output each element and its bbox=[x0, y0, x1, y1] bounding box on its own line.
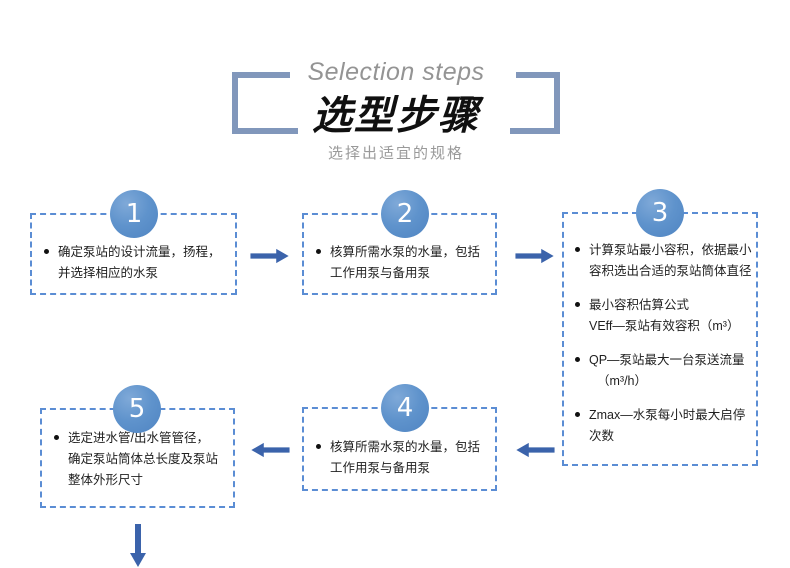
frame-gap-top bbox=[290, 71, 516, 80]
step-content-1: 确定泵站的设计流量，扬程， 并选择相应的水泵 bbox=[44, 242, 244, 284]
bullet-item: Zmax—水泵每小时最大启停 次数 bbox=[575, 405, 761, 447]
step-number-4: 4 bbox=[396, 393, 414, 423]
english-title: Selection steps bbox=[307, 58, 485, 86]
bullet-line: 确定泵站的设计流量，扬程， bbox=[58, 245, 221, 259]
step-number-circle-2: 2 bbox=[381, 190, 429, 238]
bullet-line: QP—泵站最大一台泵送流量 bbox=[589, 353, 745, 367]
step-number-3: 3 bbox=[651, 198, 669, 228]
bullet-dot-icon bbox=[575, 357, 580, 362]
bullet-line: 计算泵站最小容积，依据最小 bbox=[589, 243, 752, 257]
step-content-3: 计算泵站最小容积，依据最小 容积选出合适的泵站筒体直径 最小容积估算公式 VEf… bbox=[575, 240, 761, 447]
bullet-line: 并选择相应的水泵 bbox=[58, 266, 159, 280]
bullet-line: （m³/h） bbox=[597, 374, 648, 388]
page-title: 选型步骤 bbox=[312, 94, 480, 138]
step-number-circle-3: 3 bbox=[636, 189, 684, 237]
arrow-step1-to-step2 bbox=[250, 248, 289, 264]
step-number-1: 1 bbox=[125, 199, 143, 229]
step-number-circle-5: 5 bbox=[113, 385, 161, 433]
frame-gap-bottom bbox=[298, 126, 510, 135]
bullet-dot-icon bbox=[44, 249, 49, 254]
arrow-step2-to-step3 bbox=[515, 248, 554, 264]
bullet-line: Zmax—水泵每小时最大启停 bbox=[589, 408, 746, 422]
bullet-dot-icon bbox=[575, 247, 580, 252]
arrow-step3-to-step4 bbox=[516, 442, 555, 458]
bullet-line: 工作用泵与备用泵 bbox=[330, 266, 431, 280]
bullet-item: 核算所需水泵的水量，包括 工作用泵与备用泵 bbox=[316, 242, 506, 284]
bullet-line: 整体外形尺寸 bbox=[68, 473, 144, 487]
bullet-line: 核算所需水泵的水量，包括 bbox=[330, 245, 481, 259]
bullet-dot-icon bbox=[575, 412, 580, 417]
subtitle: 选择出适宜的规格 bbox=[327, 145, 464, 162]
bullet-item: 最小容积估算公式 VEff—泵站有效容积（m³） bbox=[575, 295, 761, 337]
bullet-line: VEff—泵站有效容积（m³） bbox=[589, 319, 740, 333]
bullet-line: 选定进水管/出水管管径， bbox=[68, 431, 209, 445]
bullet-line: 确定泵站筒体总长度及泵站 bbox=[68, 452, 219, 466]
bullet-dot-icon bbox=[316, 249, 321, 254]
bullet-line: 工作用泵与备用泵 bbox=[330, 461, 431, 475]
bullet-item: 确定泵站的设计流量，扬程， 并选择相应的水泵 bbox=[44, 242, 244, 284]
title-block: Selection steps 选型步骤 选择出适宜的规格 bbox=[232, 58, 560, 162]
step-content-4: 核算所需水泵的水量，包括 工作用泵与备用泵 bbox=[316, 437, 506, 479]
bullet-dot-icon bbox=[575, 302, 580, 307]
bullet-line: 次数 bbox=[589, 429, 615, 443]
step-number-circle-4: 4 bbox=[381, 384, 429, 432]
title-frame-decoration bbox=[232, 71, 560, 135]
bullet-item: QP—泵站最大一台泵送流量 （m³/h） bbox=[575, 350, 761, 392]
arrow-step4-to-step5 bbox=[251, 442, 290, 458]
step-content-5: 选定进水管/出水管管径， 确定泵站筒体总长度及泵站 整体外形尺寸 bbox=[54, 428, 244, 491]
bullet-line: 容积选出合适的泵站筒体直径 bbox=[589, 264, 752, 278]
bullet-line: 核算所需水泵的水量，包括 bbox=[330, 440, 481, 454]
bullet-item: 选定进水管/出水管管径， 确定泵站筒体总长度及泵站 整体外形尺寸 bbox=[54, 428, 244, 491]
bullet-item: 核算所需水泵的水量，包括 工作用泵与备用泵 bbox=[316, 437, 506, 479]
bullet-item: 计算泵站最小容积，依据最小 容积选出合适的泵站筒体直径 bbox=[575, 240, 761, 282]
bullet-line: 最小容积估算公式 bbox=[589, 298, 690, 312]
arrow-step5-to-next bbox=[130, 524, 146, 567]
step-content-2: 核算所需水泵的水量，包括 工作用泵与备用泵 bbox=[316, 242, 506, 284]
bullet-dot-icon bbox=[316, 444, 321, 449]
step-number-2: 2 bbox=[396, 199, 414, 229]
bullet-dot-icon bbox=[54, 435, 59, 440]
step-number-5: 5 bbox=[128, 394, 146, 424]
step-number-circle-1: 1 bbox=[110, 190, 158, 238]
